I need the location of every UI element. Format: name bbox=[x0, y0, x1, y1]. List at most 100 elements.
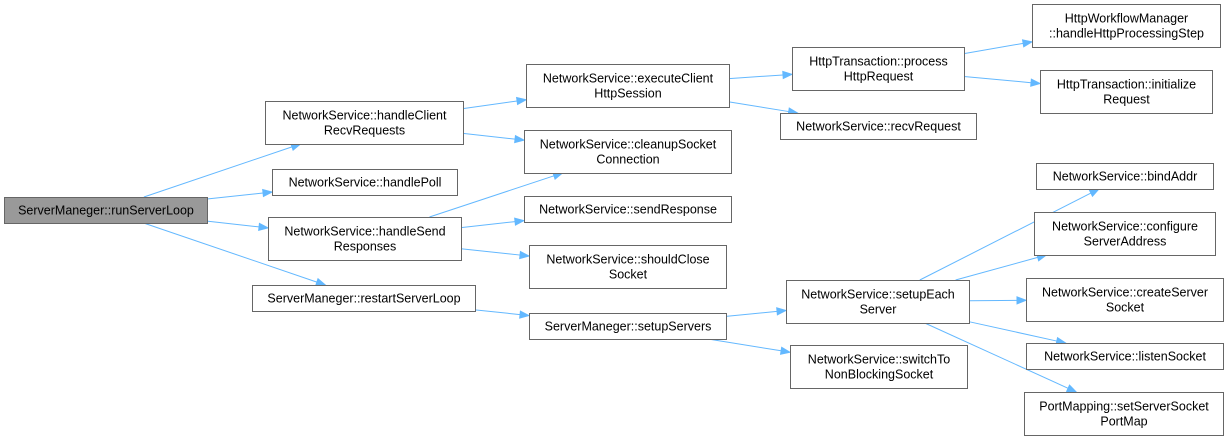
edge-arrowhead-icon bbox=[776, 307, 788, 316]
node-label: ::handleHttpProcessingStep bbox=[1049, 27, 1204, 41]
node-label: HttpTransaction::process bbox=[809, 55, 947, 69]
node-label: NonBlockingSocket bbox=[825, 368, 934, 382]
edge-arrowhead-icon bbox=[514, 217, 526, 226]
node-box bbox=[252, 285, 476, 312]
edge-arrowhead-icon bbox=[1016, 296, 1028, 305]
node-label: NetworkService::configure bbox=[1052, 220, 1198, 234]
node-root[interactable]: ServerManeger::runServerLoop bbox=[4, 197, 208, 224]
edge-line bbox=[143, 222, 318, 283]
node-sendResponse[interactable]: NetworkService::sendResponse bbox=[524, 196, 732, 223]
node-label: Connection bbox=[596, 153, 659, 167]
edge-arrowhead-icon bbox=[262, 188, 274, 198]
edge-arrowhead-icon bbox=[519, 310, 531, 319]
edge-line bbox=[924, 322, 1069, 389]
edge-line bbox=[707, 338, 782, 352]
edge-setupEach-to-listenSocket bbox=[968, 321, 1067, 346]
edge-arrowhead-icon bbox=[516, 96, 528, 106]
node-box bbox=[790, 345, 968, 389]
node-box bbox=[1024, 392, 1224, 436]
node-label: Socket bbox=[1106, 301, 1145, 315]
edge-line bbox=[728, 74, 784, 80]
node-label: NetworkService::handleClient bbox=[283, 109, 447, 123]
edge-setupEach-to-configureAddr bbox=[955, 253, 1048, 281]
node-box bbox=[1032, 4, 1221, 48]
node-label: NetworkService::executeClient bbox=[543, 72, 714, 86]
edge-handleSend-to-shouldClose bbox=[460, 248, 531, 260]
edge-setupServers-to-switchToNB bbox=[707, 338, 792, 355]
node-label: NetworkService::switchTo bbox=[808, 353, 950, 367]
edge-line bbox=[206, 220, 260, 228]
node-listenSocket[interactable]: NetworkService::listenSocket bbox=[1026, 343, 1224, 370]
edge-line bbox=[429, 175, 555, 218]
edge-arrowhead-icon bbox=[315, 277, 327, 286]
node-recvRequest[interactable]: NetworkService::recvRequest bbox=[780, 113, 977, 140]
node-box bbox=[272, 169, 458, 196]
node-label: HttpWorkflowManager bbox=[1065, 12, 1188, 26]
edges-layer bbox=[143, 39, 1101, 393]
edge-handleSend-to-sendResponse bbox=[460, 217, 526, 229]
edge-restartLoop-to-setupServers bbox=[474, 309, 531, 319]
node-workflowMgr[interactable]: HttpWorkflowManager::handleHttpProcessin… bbox=[1032, 4, 1221, 48]
node-box bbox=[268, 217, 462, 261]
edge-line bbox=[460, 221, 516, 229]
edge-arrowhead-icon bbox=[782, 70, 794, 80]
node-box bbox=[792, 47, 965, 91]
node-label: NetworkService::sendResponse bbox=[539, 203, 717, 217]
edge-line bbox=[963, 75, 1032, 84]
node-box bbox=[1036, 163, 1214, 190]
node-box bbox=[524, 196, 732, 223]
edge-line bbox=[968, 321, 1057, 342]
edge-root-to-handlePoll bbox=[206, 188, 274, 200]
edge-setupServers-to-setupEach bbox=[725, 307, 788, 317]
edge-line bbox=[143, 146, 293, 198]
node-label: NetworkService::createServer bbox=[1042, 286, 1208, 300]
node-box bbox=[786, 280, 970, 324]
edge-handleClientRecv-to-cleanupSocket bbox=[462, 132, 526, 144]
node-label: Responses bbox=[334, 240, 397, 254]
edge-line bbox=[462, 100, 518, 110]
node-switchToNB[interactable]: NetworkService::switchToNonBlockingSocke… bbox=[790, 345, 968, 389]
node-label: NetworkService::cleanupSocket bbox=[540, 138, 717, 152]
edge-arrowhead-icon bbox=[1065, 384, 1078, 393]
node-box bbox=[265, 101, 464, 145]
edge-arrowhead-icon bbox=[1088, 188, 1101, 198]
edge-setupEach-to-createSocket bbox=[968, 296, 1028, 305]
node-restartLoop[interactable]: ServerManeger::restartServerLoop bbox=[252, 285, 476, 312]
node-box bbox=[780, 113, 977, 140]
node-handlePoll[interactable]: NetworkService::handlePoll bbox=[272, 169, 458, 196]
edge-line bbox=[725, 310, 778, 317]
edge-root-to-handleSend bbox=[206, 220, 270, 232]
node-label: PortMapping::setServerSocket bbox=[1039, 400, 1209, 414]
nodes-layer: ServerManeger::runServerLoopNetworkServi… bbox=[4, 4, 1224, 436]
node-label: ServerAddress bbox=[1084, 235, 1167, 249]
node-box bbox=[1034, 212, 1216, 256]
node-label: ServerManeger::setupServers bbox=[545, 320, 712, 334]
edge-arrowhead-icon bbox=[1021, 39, 1034, 48]
edge-handleClientRecv-to-executeClient bbox=[462, 96, 528, 110]
edge-arrowhead-icon bbox=[1030, 78, 1042, 87]
edge-line bbox=[728, 101, 789, 113]
node-box bbox=[1040, 70, 1213, 114]
edge-line bbox=[462, 132, 516, 140]
node-bindAddr[interactable]: NetworkService::bindAddr bbox=[1036, 163, 1214, 190]
node-label: NetworkService::handlePoll bbox=[289, 176, 442, 190]
node-label: NetworkService::recvRequest bbox=[796, 120, 961, 134]
node-box bbox=[4, 197, 208, 224]
edge-executeClient-to-processHttp bbox=[728, 70, 794, 80]
node-label: HttpSession bbox=[594, 87, 661, 101]
node-label: Server bbox=[860, 303, 897, 317]
edge-arrowhead-icon bbox=[258, 222, 270, 232]
node-setupServers[interactable]: ServerManeger::setupServers bbox=[529, 313, 727, 340]
